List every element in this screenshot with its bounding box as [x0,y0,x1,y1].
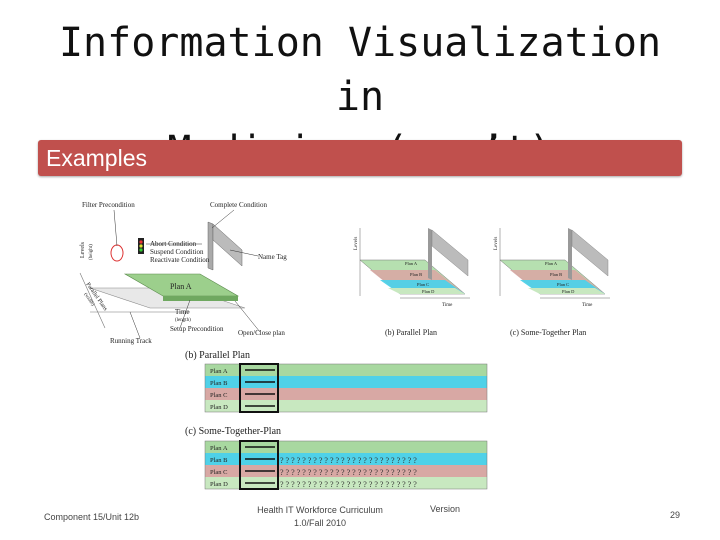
lower-b-marker [239,363,279,413]
lower-c-label-a: Plan A [210,445,228,452]
question-row-d: ? ? ? ? ? ? ? ? ? ? ? ? ? ? ? ? ? ? ? ? … [280,480,417,489]
leader-complete [211,209,235,229]
leader-open [234,300,261,333]
some-together-plan-2d: (c) Some-Together-Plan ? ? ? ? ? ? ? ? ?… [185,426,488,490]
c-plate-d [528,288,605,294]
lower-b-row-c [205,388,487,400]
complete-condition-wall-side [212,223,243,267]
parallel-plan-2d: (b) Parallel Plan Plan A Plan B Plan C P… [185,350,488,413]
plan-a-diagram: Plan A Filter Precondition Complete Cond… [79,201,287,345]
footer-component: Component 15/Unit 12b [44,512,140,522]
lower-b-title: (b) Parallel Plan [185,350,250,361]
lower-b-label-b: Plan B [210,380,228,387]
plan-a-label: Plan A [170,282,192,291]
time-sub-label: (length) [175,318,191,323]
reactivate-condition-label: Reactivate Condition [150,256,210,264]
running-track-label: Running Track [110,337,152,345]
lower-c-row-c [205,465,487,477]
lower-c-frame [204,440,488,490]
c-plan-d: Plan D [562,289,575,294]
name-tag-label: Name Tag [258,253,287,261]
levels-sub-label: (height) [89,244,94,260]
footer-curriculum: Health IT Workforce Curriculum 1.0/Fall … [240,504,400,530]
footer-version: Version [430,504,461,514]
traffic-light-yellow [139,244,143,248]
c-levels-label: Levels [494,237,499,250]
some-together-plan-3d: Plan A Plan B Plan C Plan D Levels Time … [494,228,610,337]
page-number: 29 [669,510,680,520]
b-plan-b: Plan B [410,272,422,277]
lower-b-label-d: Plan D [210,404,228,411]
question-row-c: ? ? ? ? ? ? ? ? ? ? ? ? ? ? ? ? ? ? ? ? … [280,468,417,477]
filter-precondition-label: Filter Precondition [82,201,135,209]
visualization-figure: Plan A Filter Precondition Complete Cond… [79,201,610,490]
levels-label: Levels [80,241,86,258]
b-levels-label: Levels [354,237,359,250]
footer-curriculum-line2: 1.0/Fall 2010 [293,518,347,528]
lower-c-row-b [205,453,487,465]
c-caption: (c) Some-Together Plan [510,328,586,337]
c-time-label: Time [582,303,593,308]
lower-c-label-c: Plan C [210,469,228,476]
lower-b-row-d [205,400,487,412]
complete-condition-wall [207,221,214,271]
setup-precondition-label: Setup Precondition [170,325,224,333]
lower-c-row-a [205,441,487,453]
c-plan-c: Plan C [557,282,569,287]
slide-title-line1: Information Visualization in [58,20,662,120]
b-plate-d [388,288,465,294]
parallel-plan-3d: Plan A Plan B Plan C Plan D Levels Time … [354,228,470,337]
suspend-condition-label: Suspend Condition [150,248,204,256]
lower-c-question-marks: ? ? ? ? ? ? ? ? ? ? ? ? ? ? ? ? ? ? ? ? … [280,456,417,489]
leader-setup [179,299,191,329]
section-bar-label: Examples [46,145,147,171]
leader-running [129,311,141,339]
lower-c-row-d [205,477,487,489]
traffic-light-red [139,240,143,244]
b-plan-c: Plan C [417,282,429,287]
lower-b-frame [204,363,488,413]
c-wall [568,228,572,280]
b-plan-d: Plan D [422,289,435,294]
lower-c-label-b: Plan B [210,457,228,464]
b-caption: (b) Parallel Plan [385,328,437,337]
parallel-axis-line [79,272,106,329]
lower-c-label-d: Plan D [210,481,228,488]
complete-condition-label: Complete Condition [210,201,267,209]
open-close-plan-label: Open/Close plan [238,329,285,337]
lower-b-label-a: Plan A [210,368,228,375]
lower-c-title: (c) Some-Together-Plan [185,426,281,437]
traffic-light-green [139,248,143,252]
filter-precondition-marker [110,244,124,262]
lower-c-marker [239,440,279,490]
leader-nametag [229,249,259,257]
lower-b-row-a [205,364,487,376]
b-plan-a: Plan A [405,261,418,266]
b-wall [428,228,432,280]
lower-b-label-c: Plan C [210,392,228,399]
c-plan-a: Plan A [545,261,558,266]
time-label: Time [175,308,190,316]
abort-condition-label: Abort Condition [150,240,197,248]
b-wall-side [431,229,469,277]
c-plan-b: Plan B [550,272,562,277]
leader-filter [113,209,118,247]
question-row-b: ? ? ? ? ? ? ? ? ? ? ? ? ? ? ? ? ? ? ? ? … [280,456,417,465]
footer-curriculum-line1: Health IT Workforce Curriculum [257,505,383,515]
plan-a-plate-edge [163,296,238,301]
b-time-label: Time [442,303,453,308]
c-wall-side [571,229,609,277]
lower-b-row-b [205,376,487,388]
section-bar: Examples [38,140,682,176]
